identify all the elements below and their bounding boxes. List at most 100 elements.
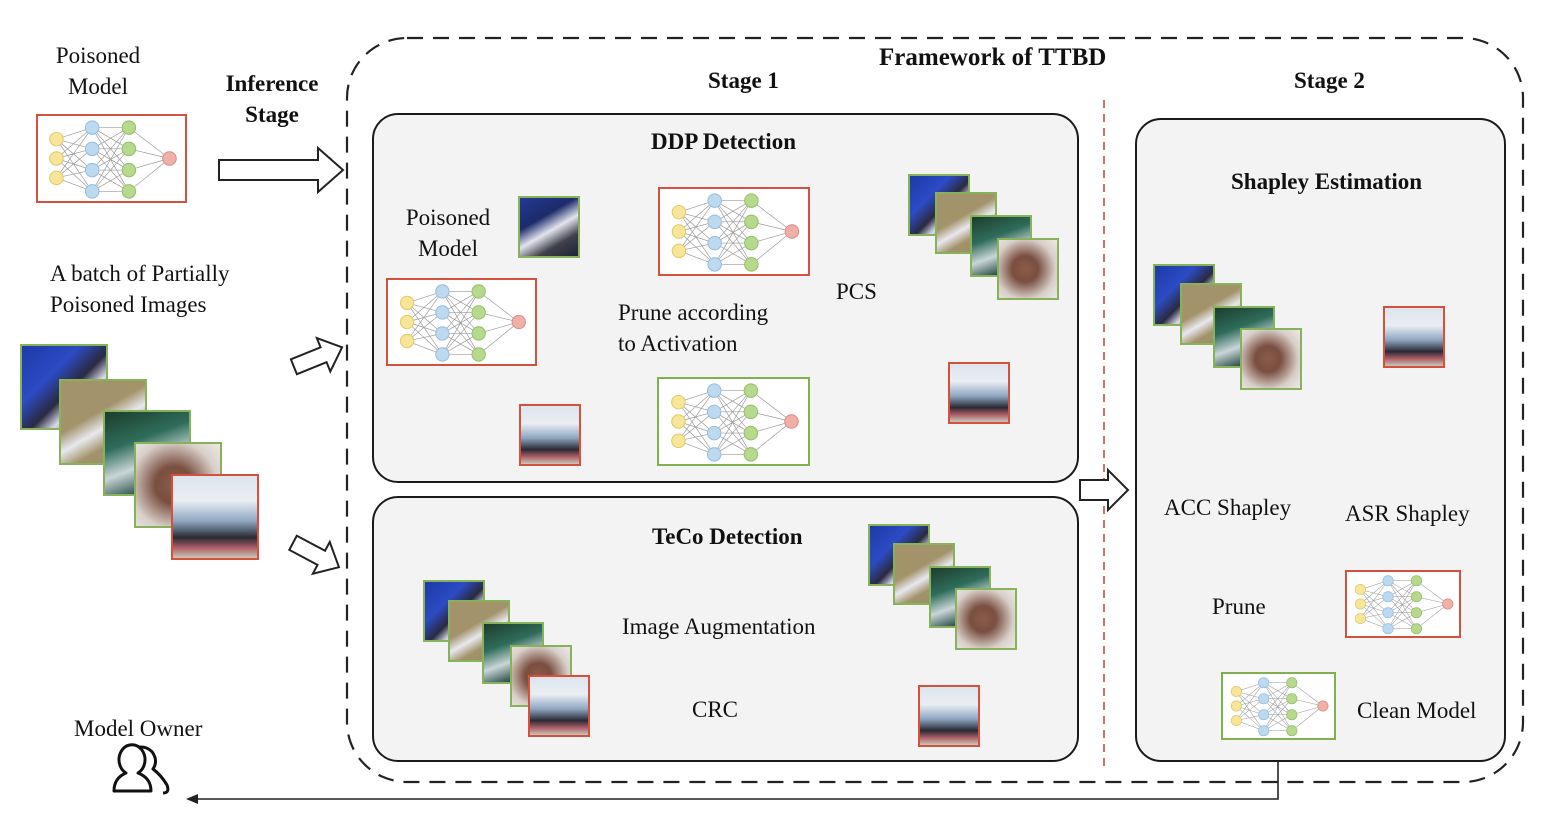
nn-edge <box>750 421 792 455</box>
clean-image <box>955 588 1017 650</box>
stage2-title: Stage 2 <box>1294 68 1365 93</box>
nn-edge <box>1360 589 1389 629</box>
nn-edge <box>713 390 752 434</box>
nn-node <box>121 141 137 157</box>
nn-node <box>1410 607 1423 619</box>
nn-edge <box>678 421 715 455</box>
ddp-pruned-clean-net <box>657 377 810 466</box>
nn-node <box>1258 709 1270 721</box>
nn-edge <box>442 312 479 355</box>
nn-node <box>707 257 722 272</box>
nn-node <box>671 204 687 220</box>
nn-edge <box>1263 682 1293 715</box>
nn-edge <box>56 158 93 192</box>
nn-node <box>706 383 722 398</box>
nn-edge <box>678 390 715 442</box>
nn-node <box>1230 715 1242 726</box>
nn-edge <box>406 291 443 342</box>
nn-edge <box>751 200 793 232</box>
nn-edge <box>56 127 93 159</box>
clean-image <box>997 238 1059 300</box>
inference-arrow <box>218 145 345 195</box>
poisoned-model-label: Poisoned Model <box>55 43 141 99</box>
nn-node <box>435 347 450 362</box>
shapley-estimation-panel <box>1135 118 1506 762</box>
nn-node <box>399 295 415 311</box>
nn-node <box>744 235 759 251</box>
batch-label: A batch of Partially Poisoned Images <box>50 261 230 317</box>
framework-boundary <box>345 36 1525 784</box>
return-arrowhead <box>186 794 198 804</box>
nn-edge <box>714 200 752 244</box>
shapley-poisoned-image <box>1383 306 1445 368</box>
framework-title: Framework of TTBD <box>879 44 1107 71</box>
nn-edge <box>91 127 130 171</box>
nn-node <box>435 284 450 299</box>
poisoned-batch-image <box>171 474 259 560</box>
nn-node <box>1354 598 1367 610</box>
stage1-title: Stage 1 <box>708 68 779 93</box>
image-augmentation-label: Image Augmentation <box>622 614 816 639</box>
nn-node <box>1258 693 1270 705</box>
poisoned-model-net <box>36 114 187 203</box>
user-group-icon <box>112 743 170 795</box>
nn-node <box>671 433 686 449</box>
nn-node <box>706 447 722 462</box>
nn-node <box>121 120 137 135</box>
clean-image <box>1240 328 1302 390</box>
nn-edge <box>1236 698 1264 721</box>
nn-node <box>84 184 100 199</box>
prune-activation-label: Prune according to Activation <box>618 300 769 356</box>
nn-node <box>707 235 722 251</box>
nn-edge <box>406 291 443 323</box>
nn-edge <box>1236 691 1264 715</box>
model-owner-label: Model Owner <box>74 716 203 741</box>
nn-node <box>671 414 686 429</box>
nn-node <box>1382 575 1394 587</box>
input-poisoned-image <box>528 675 590 737</box>
nn-node <box>1410 575 1423 587</box>
asr-shapley-label: ASR Shapley <box>1345 501 1470 526</box>
inference-stage-label: Inference Stage <box>225 71 319 127</box>
nn-edge <box>678 221 715 252</box>
teco-title: TeCo Detection <box>652 524 803 549</box>
nn-edge <box>1360 580 1389 605</box>
nn-edge <box>713 411 752 455</box>
nn-edge <box>678 390 715 422</box>
nn-node <box>162 151 177 166</box>
trigger-query-image <box>518 196 580 258</box>
nn-node <box>1258 725 1270 737</box>
nn-node <box>1354 584 1367 595</box>
nn-node <box>435 326 450 341</box>
nn-node <box>1410 623 1423 635</box>
nn-node <box>1286 709 1298 721</box>
nn-edge <box>1236 682 1264 707</box>
nn-node <box>1286 725 1298 737</box>
nn-node <box>743 383 759 398</box>
nn-node <box>435 305 450 320</box>
nn-edge <box>128 127 170 159</box>
ddp-pruned-poisoned-net <box>658 187 810 276</box>
clean-model-label: Clean Model <box>1357 698 1477 723</box>
nn-node <box>511 314 526 330</box>
nn-node <box>1382 623 1394 635</box>
nn-edge <box>750 390 792 422</box>
nn-edge <box>714 221 752 265</box>
nn-edge <box>1360 580 1389 619</box>
nn-node <box>399 314 415 330</box>
nn-node <box>784 224 800 239</box>
nn-edge <box>1236 691 1264 731</box>
nn-node <box>121 184 137 199</box>
nn-edge <box>678 401 715 455</box>
nn-node <box>1317 700 1329 712</box>
nn-edge <box>713 390 752 455</box>
nn-node <box>49 131 64 147</box>
nn-node <box>671 224 687 239</box>
nn-node <box>471 284 486 299</box>
nn-edge <box>91 127 130 192</box>
nn-node <box>671 394 686 410</box>
shapley-poisoned-net <box>1345 570 1461 638</box>
nn-node <box>743 404 759 420</box>
prune-label: Prune <box>1212 594 1266 619</box>
nn-edge <box>406 321 443 355</box>
